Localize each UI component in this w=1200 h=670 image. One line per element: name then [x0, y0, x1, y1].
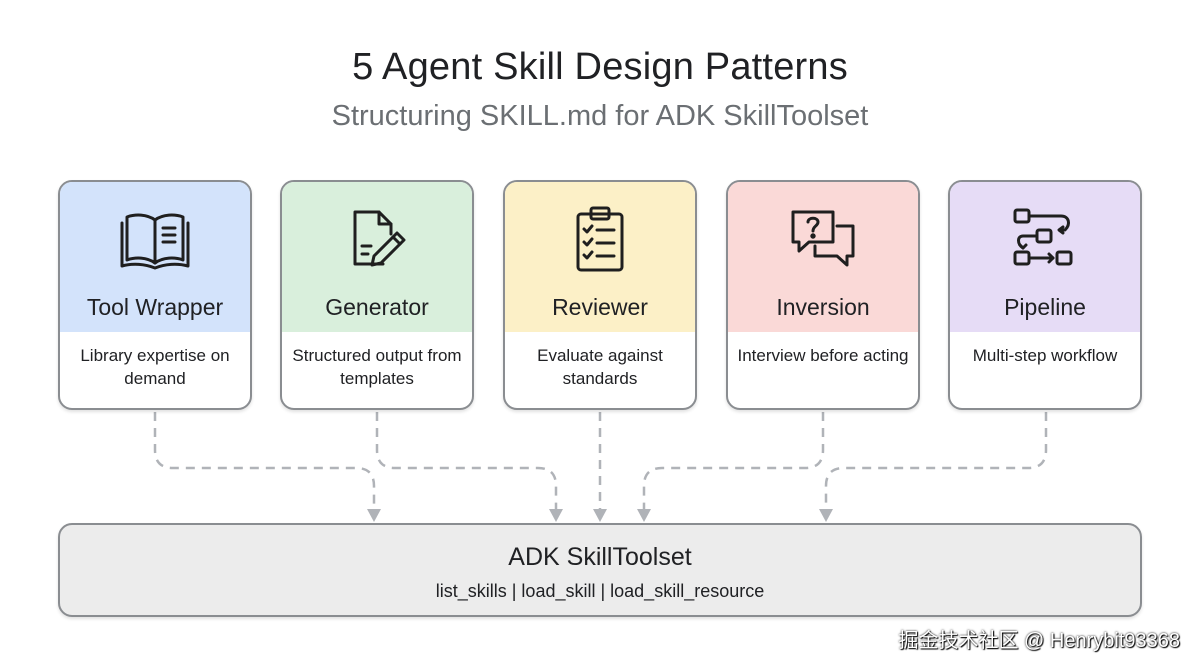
pattern-name: Reviewer: [552, 294, 648, 320]
card-header: Reviewer: [505, 182, 695, 332]
arrowhead-5: [819, 509, 833, 522]
arrowhead-1: [367, 509, 381, 522]
arrowhead-2: [549, 509, 563, 522]
card-header: Tool Wrapper: [60, 182, 250, 332]
card-header: Generator: [282, 182, 472, 332]
pattern-description: Multi-step workflow: [972, 346, 1118, 365]
connector-inversion: [642, 412, 825, 512]
clipboard-checklist-icon: [505, 204, 695, 274]
pattern-card-generator: Generator Structured output from templat…: [280, 180, 474, 410]
pattern-description: Evaluate against standards: [537, 346, 663, 388]
document-pen-icon: [282, 204, 472, 274]
pattern-card-reviewer: Reviewer Evaluate against standards: [503, 180, 697, 410]
diagram-title: 5 Agent Skill Design Patterns: [352, 46, 848, 88]
pattern-description: Structured output from templates: [292, 346, 462, 388]
pattern-name: Tool Wrapper: [86, 294, 224, 320]
pattern-name: Generator: [325, 294, 429, 320]
connector-tool-wrapper: [153, 412, 376, 512]
watermark: 掘金技术社区 @ Henrybit93368: [898, 630, 1180, 652]
toolset-methods: list_skills | load_skill | load_skill_re…: [435, 581, 765, 601]
open-book-icon: [60, 204, 250, 274]
diagram-subtitle: Structuring SKILL.md for ADK SkillToolse…: [331, 100, 869, 132]
pattern-card-inversion: Inversion Interview before acting: [726, 180, 920, 410]
pattern-card-tool-wrapper: Tool Wrapper Library expertise on demand: [58, 180, 252, 410]
adk-skilltoolset-box: ADK SkillToolset list_skills | load_skil…: [58, 523, 1142, 617]
card-header: Inversion: [728, 182, 918, 332]
connector-generator: [375, 412, 558, 512]
card-header: Pipeline: [950, 182, 1140, 332]
question-chat-icon: [728, 204, 918, 274]
pattern-card-pipeline: Pipeline Multi-step workflow: [948, 180, 1142, 410]
pattern-description: Interview before acting: [737, 346, 909, 365]
pattern-description: Library expertise on demand: [80, 346, 230, 388]
arrowhead-4: [637, 509, 651, 522]
connector-pipeline: [824, 412, 1048, 512]
arrowhead-3: [593, 509, 607, 522]
pattern-name: Pipeline: [1004, 294, 1086, 320]
toolset-title: ADK SkillToolset: [508, 543, 692, 571]
workflow-icon: [950, 204, 1140, 274]
pattern-name: Inversion: [776, 294, 870, 320]
